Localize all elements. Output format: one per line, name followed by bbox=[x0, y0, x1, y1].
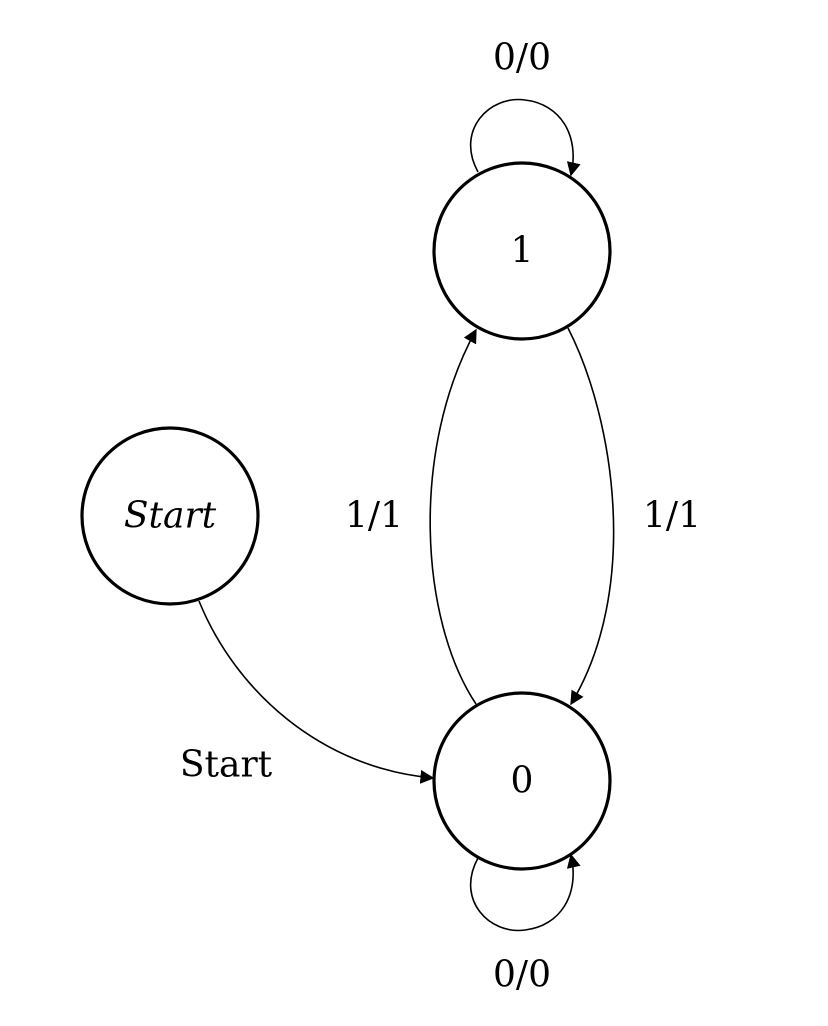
state-node-start: Start bbox=[80, 426, 260, 606]
edge-label-1-to-0: 1/1 bbox=[643, 496, 701, 537]
edge-label-self-loop-1: 0/0 bbox=[493, 38, 551, 79]
edge-self-loop-0 bbox=[469, 853, 581, 932]
edge-start-to-0 bbox=[198, 600, 435, 784]
state-node-0: 0 bbox=[432, 691, 612, 871]
edge-label-start-to-0: Start bbox=[180, 745, 273, 786]
edge-1-to-0 bbox=[567, 327, 615, 706]
edge-self-loop-1 bbox=[469, 98, 581, 177]
state-label-1: 1 bbox=[511, 231, 534, 272]
edge-label-0-to-1: 1/1 bbox=[345, 496, 403, 537]
state-node-1: 1 bbox=[432, 161, 612, 341]
edge-0-to-1 bbox=[429, 328, 477, 705]
state-label-start: Start bbox=[124, 496, 217, 537]
edge-label-self-loop-0: 0/0 bbox=[493, 955, 551, 996]
state-label-0: 0 bbox=[511, 761, 534, 802]
